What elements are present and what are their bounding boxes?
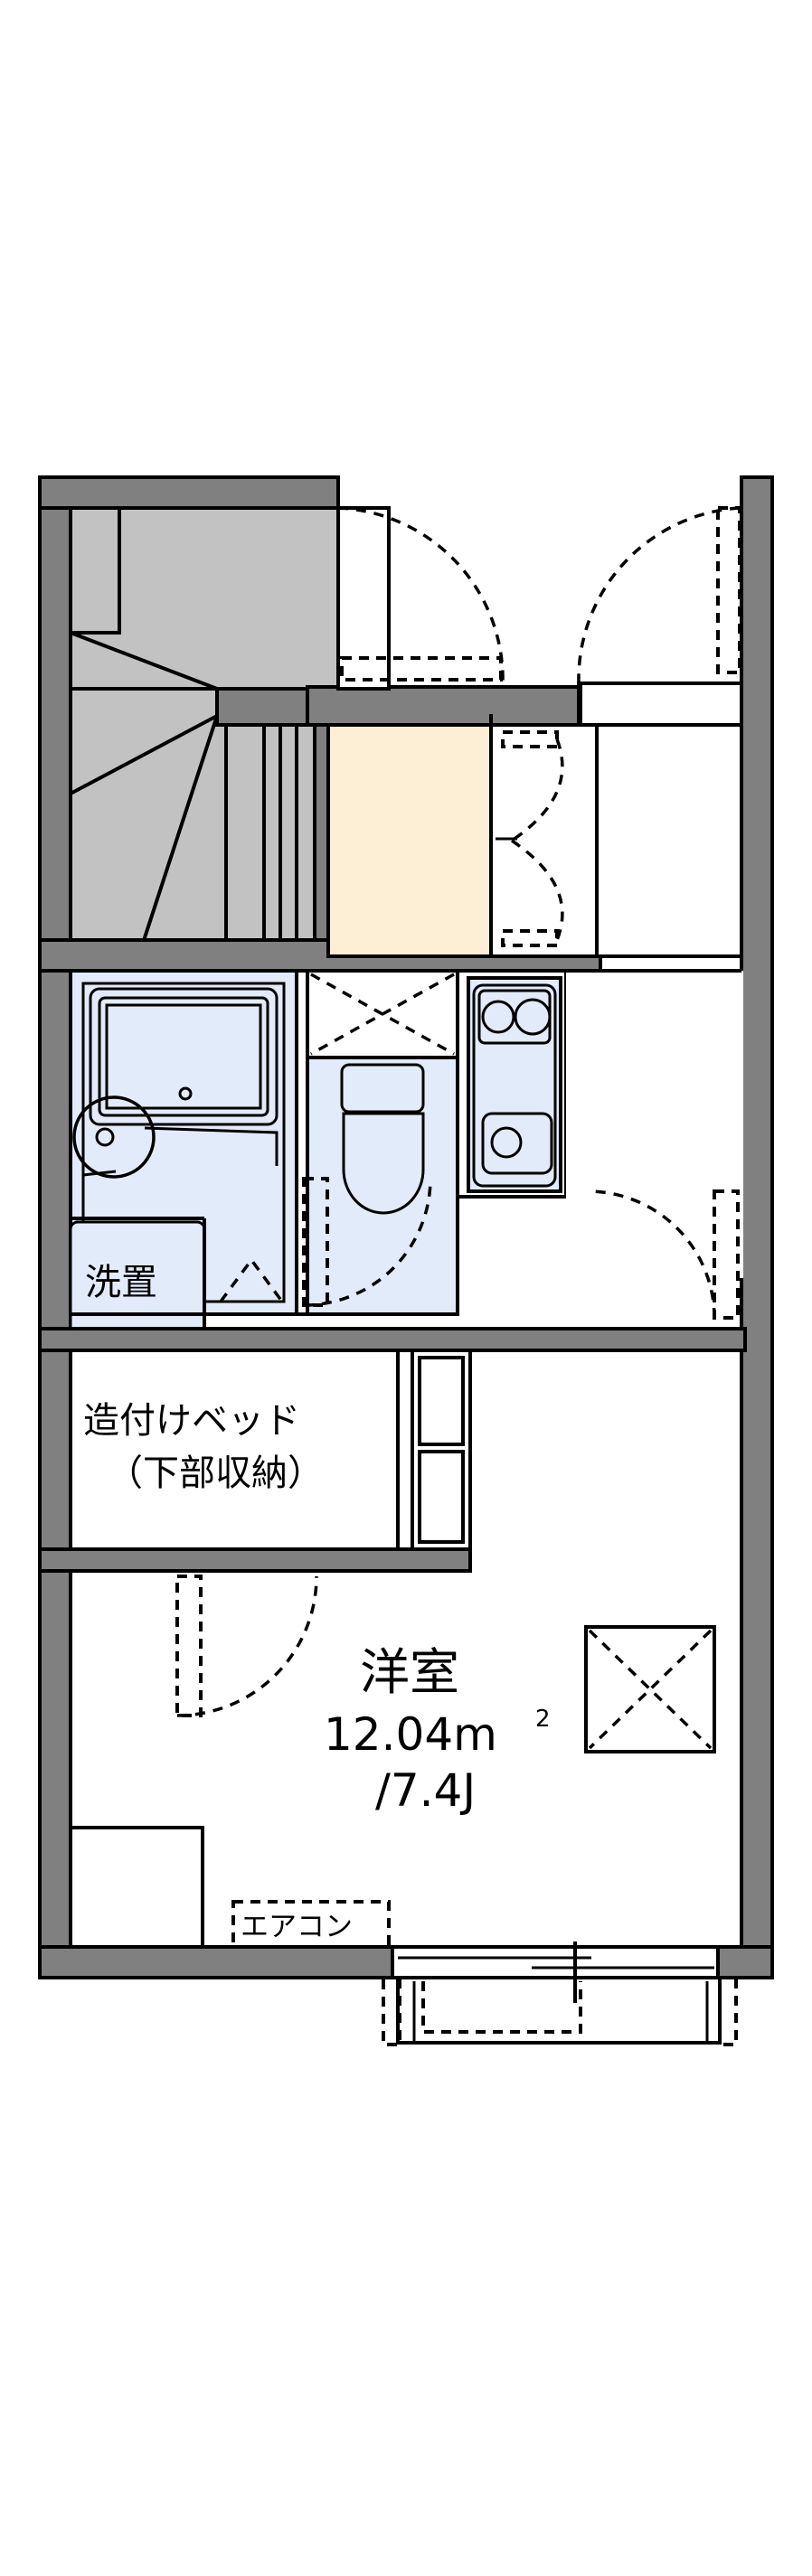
balcony-window <box>382 1941 738 2046</box>
balcony-rail-dash <box>421 1981 582 2034</box>
entrance-door-leaf <box>716 506 741 674</box>
closet-shelf-upper <box>418 1356 465 1446</box>
room-area-superscript: 2 <box>535 1706 551 1733</box>
wall-under-bed <box>38 1547 472 1573</box>
exterior-wall-right <box>740 475 774 1979</box>
sliding-door-frame <box>391 1945 720 1979</box>
closet-shelf-lower <box>418 1450 465 1544</box>
room-name-label: 洋室 <box>360 1643 459 1701</box>
toilet-bowl <box>342 1112 425 1215</box>
hall-open-area <box>566 971 743 1278</box>
hallway-panel-left <box>336 506 391 691</box>
corridor-right <box>595 723 743 958</box>
balcony-post-left <box>382 1976 401 2046</box>
kitchen <box>456 969 568 1199</box>
washroom-door-leaf <box>302 1177 329 1307</box>
entry-head-wall <box>306 685 581 727</box>
balcony-outline <box>396 1978 722 2045</box>
genkan-floor <box>326 712 493 958</box>
entrance-door-swing <box>577 506 741 684</box>
builtin-bed: 造付けベッド （下部収納） <box>69 1349 400 1551</box>
toilet-room <box>306 969 459 1316</box>
interior-door-leaf-left <box>340 656 503 682</box>
vanity-counter <box>144 1126 279 1166</box>
air-conditioner-label: エアコン <box>241 1911 353 1943</box>
toilet-shelf-x <box>310 973 455 1056</box>
room-lower-left-recess <box>69 1826 204 1949</box>
room-area-jo-label: /7.4J <box>375 1764 476 1817</box>
interior-walls-mid <box>38 971 747 1352</box>
entrance-door-frame <box>577 682 743 727</box>
stair-tread-4 <box>136 715 219 961</box>
exterior-wall-bottom-left <box>38 1945 403 1979</box>
balcony-post-right <box>718 1976 738 2046</box>
folding-door-area <box>489 723 603 958</box>
entry-wall-joint <box>577 685 582 727</box>
kitchen-sink-drain <box>490 1126 523 1159</box>
wall-above-bedroom <box>38 1327 747 1352</box>
washroom-door-swing <box>303 1178 432 1307</box>
washing-machine-label: 洗置 <box>85 1262 157 1303</box>
vanity-edge-left <box>82 1170 117 1177</box>
staircase <box>38 506 602 973</box>
room-hall <box>566 969 743 1278</box>
western-room: 洋室 12.04m 2 /7.4J エアコン <box>38 1350 716 1949</box>
bedroom-door-leaf <box>175 1575 203 1717</box>
washbasin-bowl <box>72 1095 156 1179</box>
washing-machine-space: 洗置 <box>69 1217 206 1343</box>
corridor-door-swing <box>587 1189 716 1319</box>
folding-door-swing-top <box>511 738 564 842</box>
corridor-door-leaf <box>713 1189 740 1320</box>
exterior-wall-left <box>38 475 72 1979</box>
hallway <box>336 506 743 727</box>
toilet-cistern <box>340 1063 425 1114</box>
builtin-bed-label-line2: （下部収納） <box>107 1453 324 1494</box>
room-area-label: 12.04m <box>324 1708 497 1761</box>
building-outline <box>38 475 774 1979</box>
stair-top-square <box>71 508 121 635</box>
stove-burner-left <box>481 1000 515 1034</box>
exterior-wall-bottom-right <box>713 1945 774 1979</box>
bathtub-drain <box>178 1086 193 1101</box>
exterior-wall-top-left <box>38 475 340 510</box>
bedroom-door-swing <box>176 1575 318 1717</box>
stair-tread-3 <box>70 714 218 795</box>
bathtub-inner <box>105 1003 262 1110</box>
builtin-bed-label-line1: 造付けベッド <box>83 1400 300 1442</box>
stair-tread-1 <box>70 631 218 691</box>
interior-door-swing-left <box>337 506 505 684</box>
folding-door-genkan <box>489 723 603 958</box>
washbasin-drain <box>95 1127 115 1147</box>
closet-shelf <box>411 1349 472 1551</box>
stove-burner-right <box>514 998 552 1036</box>
air-conditioner-box <box>231 1900 391 1949</box>
corridor-right-area <box>595 723 743 958</box>
builtin-bed-area <box>69 1349 400 1551</box>
